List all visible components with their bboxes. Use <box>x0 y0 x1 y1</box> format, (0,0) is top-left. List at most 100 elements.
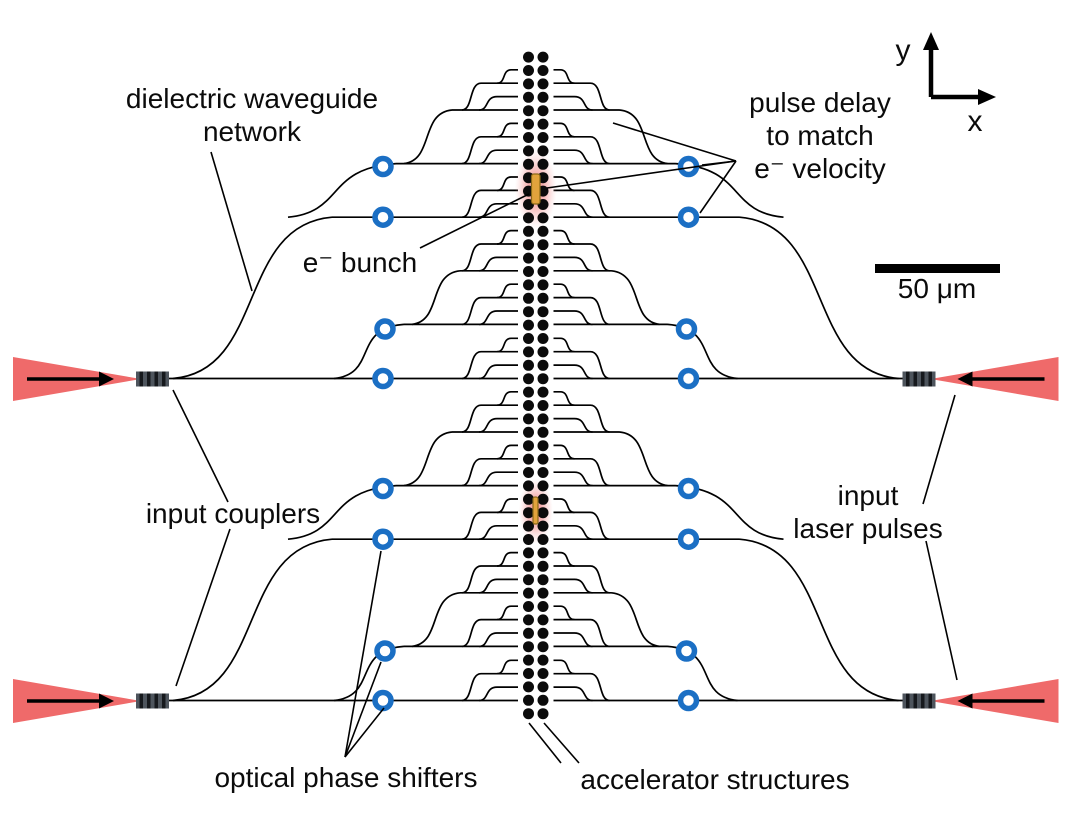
e-bunch-marker <box>532 496 539 525</box>
accelerator-pillar-dot <box>537 51 549 63</box>
accelerator-pillar-dot <box>537 694 549 706</box>
accelerator-pillar-dot <box>537 507 549 519</box>
accelerator-pillar-dot <box>523 51 534 63</box>
label-input-laser-pulses-line1: input <box>838 480 899 511</box>
label-pulse-delay-line2: to match <box>766 120 873 151</box>
accelerator-pillar-dot <box>537 654 549 666</box>
waveguide-splitter <box>496 176 518 192</box>
accelerator-pillar-dot <box>537 306 549 318</box>
accelerator-pillar-dot <box>523 373 534 385</box>
accelerator-pillar-dot <box>537 627 549 639</box>
phase-shifter-ring <box>372 155 394 178</box>
accelerator-pillar-dot <box>523 601 534 612</box>
accelerator-pillar-dot <box>537 601 549 612</box>
accelerator-pillar-dot <box>523 426 534 438</box>
scale-bar <box>875 264 1000 273</box>
waveguide-quadrant-bottom-right <box>554 392 1059 723</box>
coordinate-axes: y x <box>896 32 996 138</box>
label-pulse-delay-line3: e⁻ velocity <box>754 153 886 184</box>
waveguide-quadrant <box>13 68 518 401</box>
accelerator-pillar-dot <box>523 668 534 679</box>
accelerator-pillar-dot <box>537 400 549 411</box>
waveguide-sbend <box>403 109 453 165</box>
accelerator-pillar-dot <box>537 252 549 264</box>
accelerator-pillar-dot <box>523 413 534 425</box>
accelerator-pillar-dot <box>537 225 549 237</box>
accelerator-pillar-dot <box>523 654 534 666</box>
accelerator-pillar-dot <box>537 65 549 76</box>
accelerator-pillar-dot <box>537 534 549 545</box>
waveguide-splitter <box>478 95 518 111</box>
waveguide-splitter <box>496 122 518 138</box>
leader-waveguide-network <box>210 151 253 292</box>
waveguide-splitter <box>461 82 518 111</box>
waveguide-splitter <box>496 229 518 245</box>
accelerator-pillar-dot <box>537 346 549 358</box>
leader-input-coupler <box>175 528 231 687</box>
leader-pulse-delay <box>612 122 737 162</box>
accelerator-pillar-dot <box>523 480 534 492</box>
accelerator-pillar-dot <box>537 668 549 679</box>
accelerator-pillar-dot <box>523 212 534 224</box>
accelerator-pillar-dot <box>537 440 549 452</box>
leader-laser-pulse <box>922 394 956 505</box>
accelerator-pillar-dot <box>523 252 534 264</box>
beam-arrowhead-icon <box>99 371 114 387</box>
accelerator-pillar-dot <box>537 292 549 304</box>
accelerator-pillar-dot <box>523 158 534 170</box>
accelerator-pillar-dot <box>537 614 549 626</box>
waveguide-splitter <box>461 243 518 272</box>
coupler-stripe <box>162 371 166 387</box>
waveguide-splitter <box>478 364 518 380</box>
accelerator-pillar-dot <box>537 426 549 438</box>
accelerator-pillar-dot <box>523 560 534 572</box>
accelerator-pillar-dot <box>523 333 534 344</box>
leader-input-coupler <box>172 389 229 503</box>
accelerator-pillar-dot <box>523 239 534 251</box>
accelerator-pillar-dot <box>523 346 534 358</box>
accelerator-pillar-dot <box>523 132 534 143</box>
accelerator-pillar-dot <box>523 493 534 505</box>
accelerator-pillar-dot <box>537 78 549 90</box>
accelerator-pillar-dot <box>523 534 534 545</box>
accelerator-pillar-dot <box>523 91 534 103</box>
accelerator-pillar-dot <box>537 359 549 371</box>
leader-pulse-delay <box>546 160 737 189</box>
leader-phase-shifter <box>344 661 382 758</box>
waveguide-splitter <box>496 68 518 85</box>
waveguide-splitter <box>496 337 518 353</box>
leader-phase-shifter <box>344 707 385 758</box>
accelerator-pillar-dot <box>537 681 549 693</box>
accelerator-pillar-dot <box>523 306 534 318</box>
accelerator-pillar-dot <box>523 440 534 452</box>
accelerator-pillar-dot <box>523 65 534 76</box>
y-axis-arrowhead-icon <box>923 32 939 50</box>
accelerator-pillar-dot <box>523 627 534 639</box>
accelerator-pillar-dot <box>537 91 549 103</box>
accelerator-pillar-dot <box>523 641 534 653</box>
label-input-couplers: input couplers <box>146 498 320 529</box>
waveguide-splitter <box>478 149 518 165</box>
accelerator-pillar-dot <box>537 373 549 385</box>
accelerator-pillar-dot <box>523 587 534 599</box>
label-accelerator-structures: accelerator structures <box>580 764 849 795</box>
accelerator-pillar-dot <box>523 225 534 237</box>
leader-accelerator <box>543 722 580 764</box>
accelerator-pillar-dot <box>523 118 534 130</box>
leader-pulse-delay <box>699 160 737 214</box>
accelerator-pillar-dot <box>523 400 534 411</box>
accelerator-pillar-dot <box>523 574 534 586</box>
accelerator-pillar-dot <box>523 319 534 331</box>
label-input-laser-pulses-line2: laser pulses <box>793 513 942 544</box>
accelerator-pillar-dot <box>537 319 549 331</box>
accelerator-pillar-dot <box>537 453 549 465</box>
leader-accelerator <box>528 722 562 764</box>
label-pulse-delay-line1: pulse delay <box>749 87 891 118</box>
accelerator-pillar-dot <box>537 239 549 251</box>
accelerator-pillar-dot <box>523 547 534 559</box>
waveguide-quadrant-bottom-left <box>13 392 518 723</box>
accelerator-pillar-dot <box>537 560 549 572</box>
accelerator-pillar-dot <box>537 641 549 653</box>
